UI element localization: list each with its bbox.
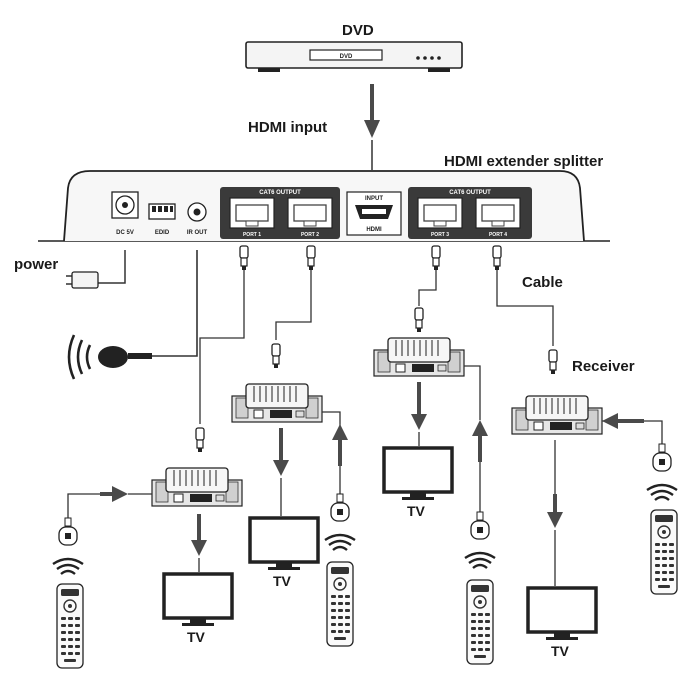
hdmi-extender-splitter bbox=[38, 170, 610, 242]
ir-waves-4-icon bbox=[645, 483, 679, 502]
remote-3-icon bbox=[466, 579, 494, 665]
tv-3-label: TV bbox=[407, 503, 425, 519]
port-3-label: PORT 3 bbox=[431, 232, 449, 238]
ir-input-1 bbox=[58, 486, 152, 546]
power-adapter-icon bbox=[66, 250, 126, 289]
remote-2-icon bbox=[326, 561, 354, 647]
tv-3-icon bbox=[382, 446, 454, 502]
receiver-1-icon bbox=[151, 467, 243, 507]
dc-5v-label: DC 5V bbox=[116, 230, 134, 236]
port-4-label: PORT 4 bbox=[489, 232, 507, 238]
hdmi-port-label: HDMI bbox=[366, 227, 382, 233]
ir-waves-3-icon bbox=[463, 551, 497, 570]
input-label: INPUT bbox=[365, 196, 383, 202]
cat6-cable-1 bbox=[195, 245, 249, 453]
power-label: power bbox=[14, 256, 59, 273]
receiver-3-icon bbox=[373, 337, 465, 377]
edid-label: EDID bbox=[155, 230, 170, 236]
ir-waves-1-icon bbox=[51, 557, 85, 576]
ir-input-2 bbox=[322, 411, 350, 522]
remote-1-icon bbox=[56, 583, 84, 669]
port-2-label: PORT 2 bbox=[301, 232, 319, 238]
ir-input-3 bbox=[464, 365, 490, 540]
hdmi-input-label: HDMI input bbox=[248, 119, 328, 136]
dvd-player-icon bbox=[245, 41, 463, 72]
receiver-2-icon bbox=[231, 383, 323, 423]
ir-out-label: IR OUT bbox=[187, 230, 208, 236]
tv-1-icon bbox=[162, 572, 234, 628]
splitter-label: HDMI extender splitter bbox=[444, 153, 604, 170]
dvd-panel-label: DVD bbox=[340, 54, 353, 60]
tv-1-label: TV bbox=[187, 629, 205, 645]
port-1-label: PORT 1 bbox=[243, 232, 261, 238]
receiver-4-icon bbox=[511, 395, 603, 435]
ir-emitter-icon bbox=[67, 250, 198, 380]
cat6-cable-3 bbox=[414, 245, 441, 333]
ir-input-4 bbox=[602, 413, 672, 472]
tv-2-icon bbox=[248, 516, 320, 572]
tv-4-label: TV bbox=[551, 643, 569, 659]
output-arrow-3 bbox=[411, 382, 427, 446]
cat6-output-label-left: CAT6 OUTPUT bbox=[259, 190, 301, 196]
output-arrow-2 bbox=[273, 428, 289, 516]
dvd-label: DVD bbox=[342, 22, 374, 39]
output-arrow-1 bbox=[191, 514, 207, 572]
cat6-output-label-right: CAT6 OUTPUT bbox=[449, 190, 491, 196]
cat6-cable-2 bbox=[271, 245, 316, 369]
cable-label: Cable bbox=[522, 274, 563, 291]
tv-2-label: TV bbox=[273, 573, 291, 589]
output-arrow-4 bbox=[547, 440, 563, 586]
ir-waves-2-icon bbox=[323, 533, 357, 552]
hdmi-input-arrow bbox=[364, 84, 380, 170]
remote-4-icon bbox=[650, 509, 678, 595]
tv-4-icon bbox=[526, 586, 598, 642]
receiver-label: Receiver bbox=[572, 358, 635, 375]
cat6-cable-4 bbox=[492, 245, 558, 375]
